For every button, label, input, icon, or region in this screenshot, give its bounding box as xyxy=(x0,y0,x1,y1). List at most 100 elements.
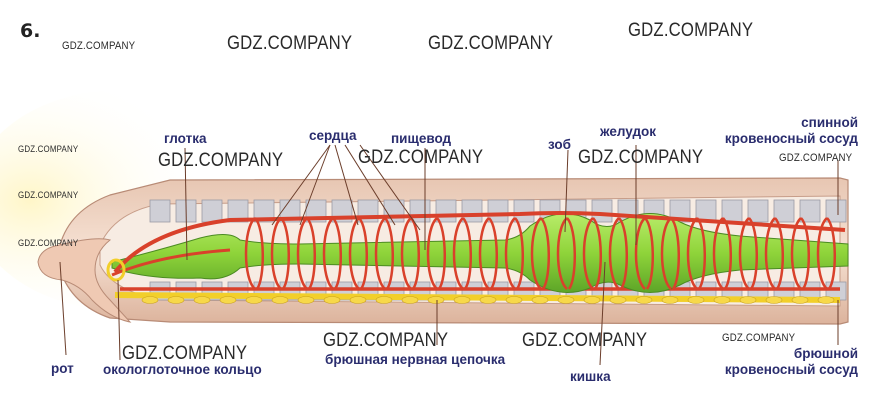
ganglion xyxy=(271,296,289,304)
vessel-loop xyxy=(296,217,317,290)
vessel-loop xyxy=(634,217,655,290)
pointer-pharynx xyxy=(184,147,188,261)
watermark-text: GDZ.COMPANY xyxy=(428,33,554,54)
ganglion xyxy=(427,296,445,304)
ganglion xyxy=(765,296,783,304)
label-esophagus: пищевод xyxy=(391,131,452,146)
ganglion xyxy=(453,296,471,304)
ganglion xyxy=(739,296,757,304)
ganglion xyxy=(297,296,315,304)
watermark-text: GDZ.COMPANY xyxy=(227,33,353,54)
ganglion xyxy=(479,296,497,304)
vessel-loop xyxy=(712,217,733,290)
watermark-text: GDZ.COMPANY xyxy=(522,330,648,351)
vessel-loop xyxy=(348,217,369,290)
nerve-ganglia xyxy=(141,296,835,304)
nerve-ring xyxy=(106,258,126,282)
label-pharynx: глотка xyxy=(164,131,207,146)
vessel-loop xyxy=(426,217,447,290)
label-mouth: рот xyxy=(51,361,74,376)
label-ventral-vessel-line2: кровеносный сосуд xyxy=(724,362,858,377)
ganglion xyxy=(401,296,419,304)
vessel-loop xyxy=(270,217,291,290)
label-hearts: сердца xyxy=(309,128,357,143)
pointer-crop xyxy=(564,149,569,233)
vessel-loop xyxy=(660,217,681,290)
label-intestine: кишка xyxy=(570,369,611,384)
vessel-loop xyxy=(504,217,525,290)
label-ventral-vessel: брюшной кровеносный сосуд xyxy=(700,346,858,378)
ganglion xyxy=(219,296,237,304)
head-prostomium xyxy=(37,238,132,323)
label-dorsal-vessel-line2: кровеносный сосуд xyxy=(724,131,858,146)
vessel-loop xyxy=(608,217,629,290)
vessel-loop xyxy=(530,217,551,290)
watermark-text: GDZ.COMPANY xyxy=(779,152,853,164)
ganglion xyxy=(713,296,731,304)
pointer-heart xyxy=(271,144,331,226)
ganglion xyxy=(245,296,263,304)
vessel-loop xyxy=(764,217,785,290)
ganglion xyxy=(635,296,653,304)
pointer-nerve-ring xyxy=(117,279,121,361)
pointer-heart xyxy=(299,144,331,226)
watermark-text: GDZ.COMPANY xyxy=(628,20,754,41)
label-ventral-nerve-cord: брюшная нервная цепочка xyxy=(325,352,506,367)
vessel-loop xyxy=(790,217,811,290)
label-dorsal-vessel: спинной кровеносный сосуд xyxy=(700,115,858,147)
ganglion xyxy=(375,296,393,304)
septum-block xyxy=(201,199,223,223)
septum-block xyxy=(591,199,613,223)
ganglion xyxy=(791,296,809,304)
label-stomach: желудок xyxy=(600,124,657,139)
pointer-heart xyxy=(334,144,359,226)
ganglion xyxy=(323,296,341,304)
watermark-text: GDZ.COMPANY xyxy=(18,238,79,248)
septum-block xyxy=(227,199,249,223)
ganglion xyxy=(531,296,549,304)
ganglion xyxy=(557,296,575,304)
watermark-text: GDZ.COMPANY xyxy=(578,147,704,168)
ganglion xyxy=(817,296,835,304)
pointer-heart xyxy=(344,144,396,226)
vessel-loop xyxy=(452,217,473,290)
pointer-heart xyxy=(359,144,421,231)
vessel-loop xyxy=(244,217,265,290)
watermark-text: GDZ.COMPANY xyxy=(158,150,284,171)
watermark-text: GDZ.COMPANY xyxy=(62,40,136,52)
septum-block xyxy=(149,199,171,223)
septum-block xyxy=(253,199,275,223)
dorsal-vessel xyxy=(113,211,846,274)
vessel-loop xyxy=(322,217,343,290)
task-number: 6. xyxy=(20,20,41,42)
ganglion xyxy=(661,296,679,304)
septum-block xyxy=(799,199,821,223)
ganglion xyxy=(141,296,159,304)
vessel-loop xyxy=(374,217,395,290)
ganglion xyxy=(193,296,211,304)
ganglion xyxy=(687,296,705,304)
label-nerve-ring: окологлоточное кольцо xyxy=(103,362,262,377)
watermark-text: GDZ.COMPANY xyxy=(358,147,484,168)
vessel-loop xyxy=(582,217,603,290)
vessel-loop xyxy=(738,217,759,290)
vessel-loop xyxy=(556,217,577,290)
pointer-mouth xyxy=(59,261,67,356)
ganglion xyxy=(583,296,601,304)
septum-block xyxy=(773,199,795,223)
vessel-loop xyxy=(478,217,499,290)
label-ventral-vessel-line1: брюшной xyxy=(793,346,858,361)
vessel-loop xyxy=(400,217,421,290)
segmental-vessels xyxy=(244,217,837,290)
vessel-loop xyxy=(686,217,707,290)
watermark-text: GDZ.COMPANY xyxy=(18,190,79,200)
vessel-loop xyxy=(816,217,837,290)
ganglion xyxy=(349,296,367,304)
label-dorsal-vessel-line1: спинной xyxy=(801,115,858,130)
pointer-lines xyxy=(59,144,839,366)
ganglion xyxy=(609,296,627,304)
watermark-text: GDZ.COMPANY xyxy=(722,332,796,344)
watermark-text: GDZ.COMPANY xyxy=(18,144,79,154)
watermark-text: GDZ.COMPANY xyxy=(323,330,449,351)
